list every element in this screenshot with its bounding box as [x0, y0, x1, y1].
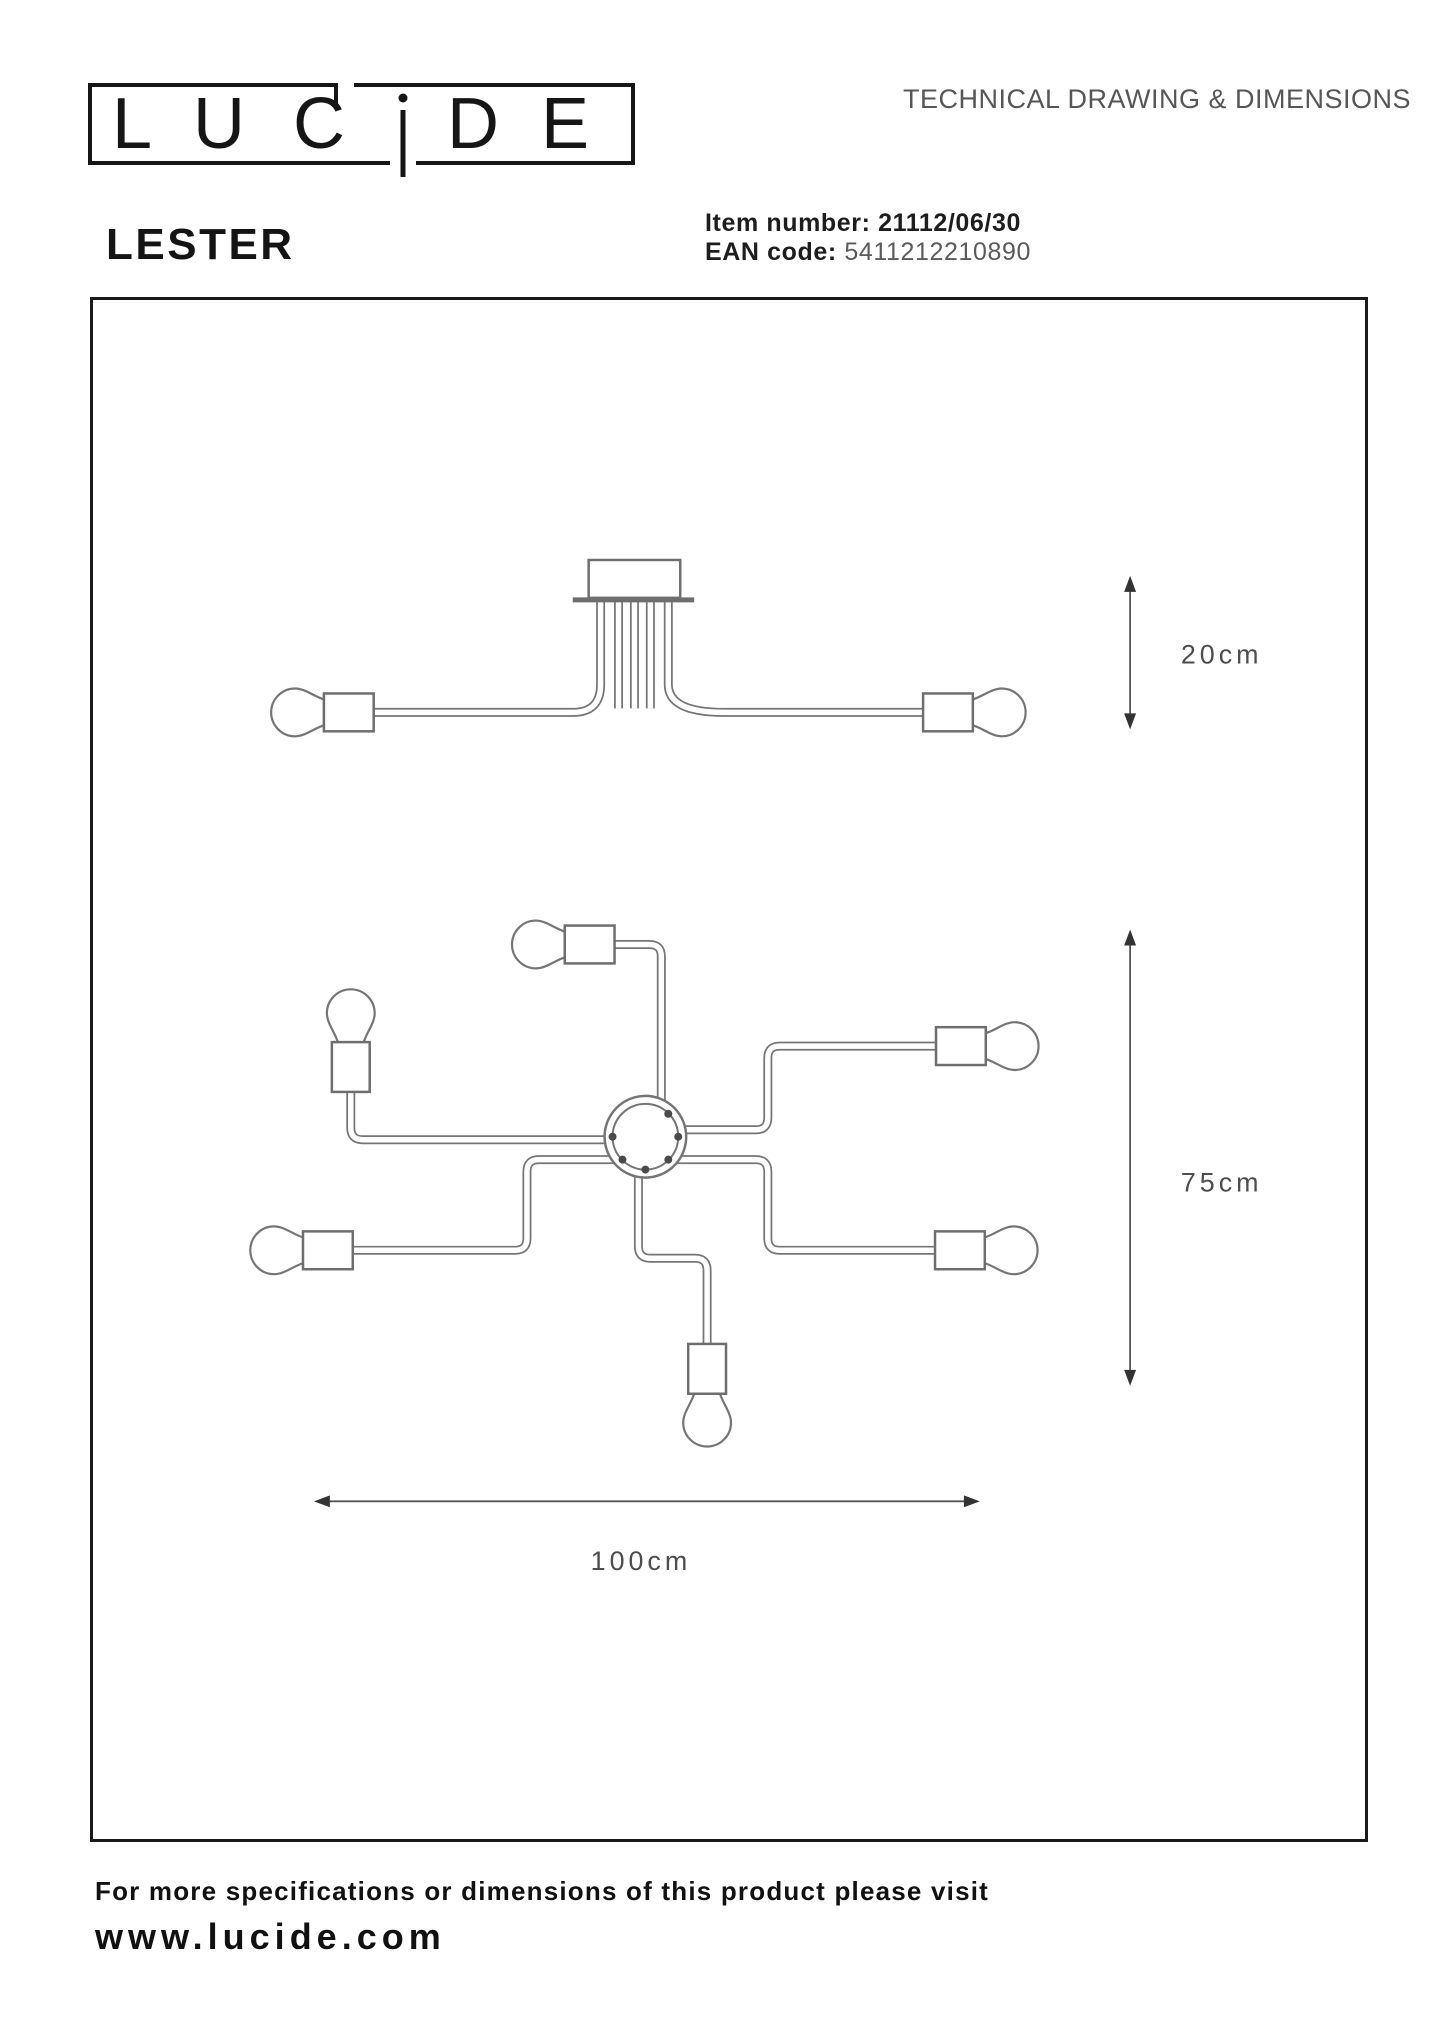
item-number-label: Item number: — [705, 209, 871, 237]
item-number-row: Item number: 21112/06/30 — [705, 209, 1021, 238]
technical-drawing: 20cm — [249, 558, 1263, 1576]
product-name: LESTER — [106, 220, 295, 269]
ean-code-row: EAN code: 5411212210890 — [705, 238, 1031, 267]
footer-note: For more specifications or dimensions of… — [95, 1876, 990, 1906]
logo-letter: U — [193, 84, 245, 164]
height-dimension-arrow — [1124, 575, 1137, 730]
item-number-value: 21112/06/30 — [878, 209, 1021, 237]
drawing-frame: 20cm — [90, 297, 1368, 1842]
logo-letter: L — [112, 84, 152, 164]
logo-letter: C — [293, 84, 345, 164]
logo-letter-i — [398, 93, 408, 177]
height-dimension-label: 20cm — [1181, 640, 1263, 670]
lucide-logo: L U C D E — [88, 83, 635, 177]
side-view-drawing — [269, 558, 1027, 738]
ceiling-canopy — [587, 558, 682, 600]
logo-letter: E — [541, 84, 589, 164]
width-dimension-arrow — [313, 1495, 980, 1508]
depth-dimension-label: 75cm — [1181, 1168, 1263, 1198]
logo-box-border — [88, 83, 635, 165]
depth-dimension-arrow — [1124, 929, 1137, 1386]
page-title: TECHNICAL DRAWING & DIMENSIONS — [903, 84, 1412, 114]
footer-website-url: www.lucide.com — [95, 1916, 446, 1957]
ean-code-value: 5411212210890 — [844, 238, 1032, 266]
central-hub — [603, 1094, 688, 1179]
top-view-drawing — [249, 919, 1040, 1448]
logo-letter: D — [447, 84, 499, 164]
hub-screws — [608, 1109, 683, 1174]
width-dimension-label: 100cm — [591, 1546, 692, 1576]
ean-code-label: EAN code: — [705, 238, 837, 266]
